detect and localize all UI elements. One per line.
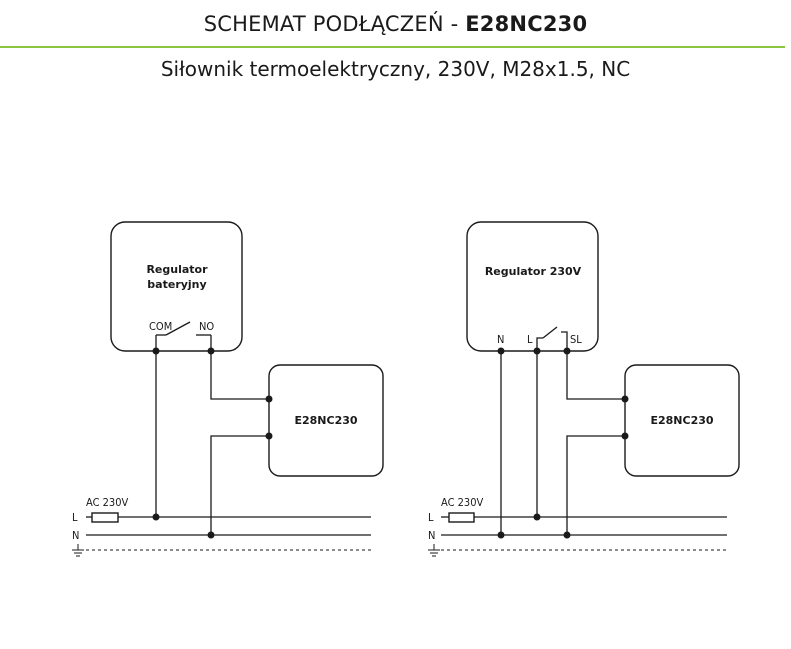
junction-dot: [152, 347, 160, 355]
left-actuator-box: [268, 364, 384, 477]
page-title: SCHEMAT PODŁĄCZEŃ - E28NC230: [0, 12, 791, 36]
left-regulator-label-line2: bateryjny: [147, 278, 206, 291]
title-prefix: SCHEMAT PODŁĄCZEŃ -: [203, 12, 466, 36]
left-terminal-no: NO: [199, 320, 214, 333]
left-regulator-box: [110, 221, 243, 352]
junction-dot: [621, 395, 629, 403]
right-regulator-box: [466, 221, 599, 352]
junction-dot: [621, 432, 629, 440]
right-wire-sl-to-actuator: [566, 351, 625, 400]
ground-icon: [428, 544, 440, 557]
left-supply-label: AC 230V: [86, 496, 129, 509]
fuse-icon: [91, 512, 119, 523]
junction-dot: [533, 513, 541, 521]
right-regulator-label: Regulator 230V: [485, 265, 582, 278]
right-supply-label: AC 230V: [441, 496, 484, 509]
ground-icon: [72, 544, 84, 557]
left-line-n-label: N: [72, 529, 79, 542]
left-actuator-label: E28NC230: [294, 414, 357, 427]
junction-dot: [265, 395, 273, 403]
right-actuator-label: E28NC230: [650, 414, 713, 427]
title-divider: [0, 46, 785, 48]
junction-dot: [207, 531, 215, 539]
right-terminal-n: N: [497, 333, 504, 346]
right-line-n-label: N: [428, 529, 435, 542]
junction-dot: [207, 347, 215, 355]
junction-dot: [497, 531, 505, 539]
junction-dot: [563, 531, 571, 539]
right-line-l-label: L: [428, 511, 434, 524]
left-terminal-com: COM: [149, 320, 172, 333]
junction-dot: [265, 432, 273, 440]
right-terminal-l: L: [527, 333, 533, 346]
right-diagram: Regulator 230V N L SL E28NC230 AC 230V L…: [428, 221, 740, 557]
title-model: E28NC230: [465, 12, 588, 36]
left-diagram: Regulator bateryjny COM NO E28NC230 AC 2…: [72, 221, 384, 557]
page-subtitle: Siłownik termoelektryczny, 230V, M28x1.5…: [160, 57, 631, 81]
junction-dot: [563, 347, 571, 355]
junction-dot: [497, 347, 505, 355]
left-regulator-label-line1: Regulator: [146, 263, 208, 276]
right-wire-actuator-to-n: [566, 435, 625, 535]
junction-dot: [533, 347, 541, 355]
fuse-icon: [448, 512, 475, 523]
left-wire-actuator-to-n: [210, 435, 269, 535]
right-terminal-sl: SL: [570, 333, 582, 346]
left-line-l-label: L: [72, 511, 78, 524]
junction-dot: [152, 513, 160, 521]
switch-contact-icon: [536, 326, 568, 351]
left-wire-no-to-actuator: [210, 351, 269, 400]
right-actuator-box: [624, 364, 740, 477]
